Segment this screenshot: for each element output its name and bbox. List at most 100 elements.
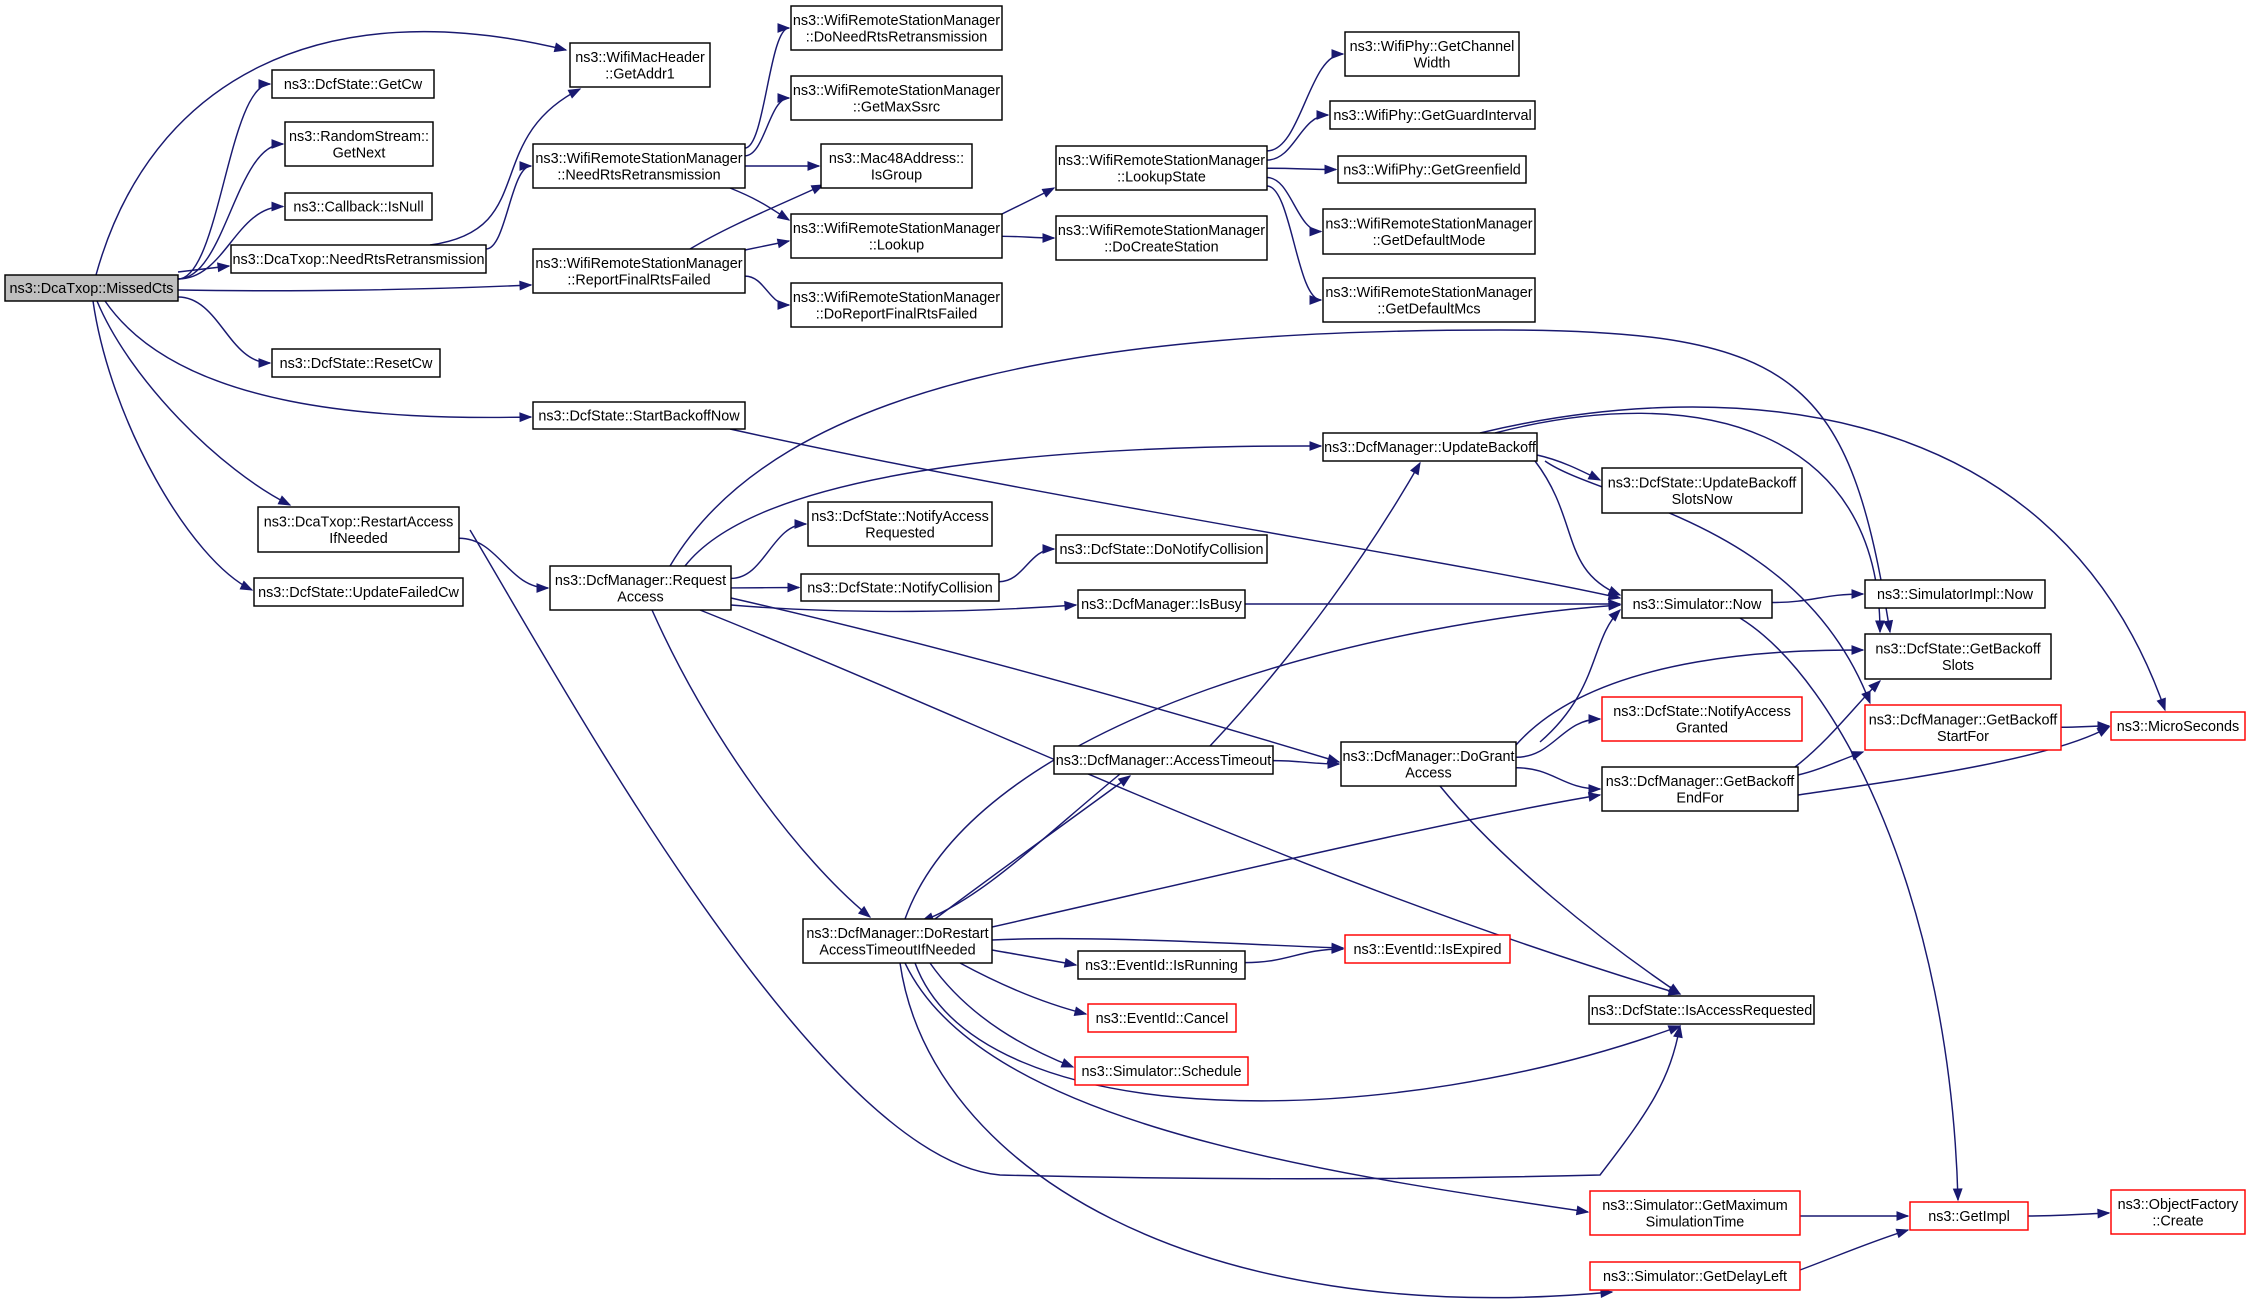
node-box xyxy=(1601,766,1799,812)
node-box xyxy=(790,282,1003,328)
call-edge-simnow-to-simimplnow xyxy=(1771,589,1865,604)
node-isaccessreq[interactable]: ns3::DcfState::IsAccessRequested xyxy=(1588,995,1815,1025)
node-label: ns3::WifiRemoteStationManager xyxy=(793,13,1000,29)
node-label: ns3::WifiRemoteStationManager xyxy=(793,221,1000,237)
node-schedule[interactable]: ns3::Simulator::Schedule xyxy=(1074,1056,1249,1086)
node-label: ns3::ObjectFactory xyxy=(2118,1197,2240,1213)
node-greenfield[interactable]: ns3::WifiPhy::GetGreenfield xyxy=(1337,155,1527,184)
node-box xyxy=(2110,711,2246,741)
node-box xyxy=(1621,589,1773,619)
node-microseconds[interactable]: ns3::MicroSeconds xyxy=(2110,711,2246,741)
node-box xyxy=(1344,934,1511,964)
node-doreport[interactable]: ns3::WifiRemoteStationManager::DoReportF… xyxy=(790,282,1003,328)
node-updatefailed[interactable]: ns3::DcfState::UpdateFailedCw xyxy=(253,577,464,607)
node-needrts_wrsm[interactable]: ns3::WifiRemoteStationManager::NeedRtsRe… xyxy=(532,143,746,189)
node-label: ns3::WifiRemoteStationManager xyxy=(1325,216,1532,232)
node-resetcw[interactable]: ns3::DcfState::ResetCw xyxy=(271,348,441,378)
node-reportfinal[interactable]: ns3::WifiRemoteStationManager::ReportFin… xyxy=(532,248,746,294)
node-needrts_dca[interactable]: ns3::DcaTxop::NeedRtsRetransmission xyxy=(230,244,487,274)
node-isnull[interactable]: ns3::Callback::IsNull xyxy=(284,192,433,221)
node-label: ns3::EventId::Cancel xyxy=(1096,1011,1229,1027)
node-getaddr1[interactable]: ns3::WifiMacHeader::GetAddr1 xyxy=(569,42,711,88)
node-box xyxy=(549,565,732,611)
node-label: ns3::Callback::IsNull xyxy=(293,200,423,216)
node-docreate[interactable]: ns3::WifiRemoteStationManager::DoCreateS… xyxy=(1055,215,1268,261)
node-getcw[interactable]: ns3::DcfState::GetCw xyxy=(271,69,435,99)
node-startbackoff[interactable]: ns3::DcfState::StartBackoffNow xyxy=(532,401,746,430)
node-label: AccessTimeoutIfNeeded xyxy=(819,942,975,958)
call-edge-request-to-notifyreq xyxy=(730,519,808,580)
node-box xyxy=(230,244,487,274)
node-label: ns3::EventId::IsExpired xyxy=(1354,942,1502,958)
node-box xyxy=(790,213,1003,259)
node-guard[interactable]: ns3::WifiPhy::GetGuardInterval xyxy=(1329,100,1536,130)
node-simnow[interactable]: ns3::Simulator::Now xyxy=(1621,589,1773,619)
node-dorestart[interactable]: ns3::DcfManager::DoRestartAccessTimeoutI… xyxy=(802,918,993,964)
node-label: ns3::WifiPhy::GetChannel xyxy=(1350,39,1515,55)
node-box xyxy=(253,577,464,607)
call-edge-dogrant-to-simnow xyxy=(1539,609,1621,743)
node-box xyxy=(284,121,434,167)
call-edge-dorestart-to-getmaxsim xyxy=(904,962,1590,1216)
node-updatebackoff[interactable]: ns3::DcfManager::UpdateBackoff xyxy=(1322,432,1538,462)
node-label: ns3::WifiRemoteStationManager xyxy=(535,256,742,272)
call-edge-dogrant-to-getbackoffslots xyxy=(1515,645,1865,746)
call-edge-request-to-getbackoffslots xyxy=(669,329,1894,634)
node-label: ns3::DcfManager::IsBusy xyxy=(1081,597,1243,613)
node-cancel[interactable]: ns3::EventId::Cancel xyxy=(1087,1003,1237,1033)
node-box xyxy=(1909,1201,2029,1231)
call-edge-lookup-to-lookupstate xyxy=(1001,187,1056,215)
node-label: Requested xyxy=(865,525,935,541)
node-getimpl[interactable]: ns3::GetImpl xyxy=(1909,1201,2029,1231)
call-edge-dorestart-to-accesstimeout xyxy=(934,775,1132,920)
node-defmode[interactable]: ns3::WifiRemoteStationManager::GetDefaul… xyxy=(1322,208,1536,255)
call-edge-reportfinal-to-doreport xyxy=(744,275,791,310)
node-isgroup[interactable]: ns3::Mac48Address::IsGroup xyxy=(820,143,973,189)
node-lookup[interactable]: ns3::WifiRemoteStationManager::Lookup xyxy=(790,213,1003,259)
node-box xyxy=(1864,633,2052,680)
node-box xyxy=(1601,467,1803,514)
node-donext[interactable]: ns3::WifiRemoteStationManager::DoNeedRts… xyxy=(790,5,1003,51)
node-objfactory[interactable]: ns3::ObjectFactory::Create xyxy=(2110,1189,2246,1235)
node-donotifycoll[interactable]: ns3::DcfState::DoNotifyCollision xyxy=(1055,534,1268,564)
node-label: ns3::DcfState::StartBackoffNow xyxy=(538,409,740,425)
node-isrunning[interactable]: ns3::EventId::IsRunning xyxy=(1077,950,1246,980)
node-box xyxy=(807,501,993,547)
node-notifycoll[interactable]: ns3::DcfState::NotifyCollision xyxy=(800,573,1000,602)
node-label: ns3::Simulator::Schedule xyxy=(1082,1064,1242,1080)
node-box xyxy=(800,573,1000,602)
node-box xyxy=(1077,589,1246,619)
call-edge-restartaccess-to-request xyxy=(458,537,550,593)
node-getnext[interactable]: ns3::RandomStream::GetNext xyxy=(284,121,434,167)
call-edge-missed-to-startbackoff xyxy=(104,300,533,423)
node-isbusy[interactable]: ns3::DcfManager::IsBusy xyxy=(1077,589,1246,619)
node-lookupstate[interactable]: ns3::WifiRemoteStationManager::LookupSta… xyxy=(1055,145,1268,191)
node-label: ns3::DcfManager::GetBackoff xyxy=(1869,712,2059,728)
node-label: ::DoNeedRtsRetransmission xyxy=(806,29,988,45)
node-isexpired[interactable]: ns3::EventId::IsExpired xyxy=(1344,934,1511,964)
call-edge-dorestart-to-isaccessreq xyxy=(914,962,1682,1102)
node-defmcs[interactable]: ns3::WifiRemoteStationManager::GetDefaul… xyxy=(1322,277,1536,323)
node-getmaxssrc[interactable]: ns3::WifiRemoteStationManager::GetMaxSsr… xyxy=(790,75,1003,121)
node-getdelayleft[interactable]: ns3::Simulator::GetDelayLeft xyxy=(1589,1261,1801,1291)
node-label: ns3::WifiRemoteStationManager xyxy=(1325,285,1532,301)
node-label: ns3::RandomStream:: xyxy=(289,129,429,145)
node-box xyxy=(1340,741,1517,787)
node-label: ns3::WifiPhy::GetGuardInterval xyxy=(1333,108,1531,124)
node-simimplnow[interactable]: ns3::SimulatorImpl::Now xyxy=(1864,579,2046,609)
call-edge-dogrant-to-getbackoffend xyxy=(1515,767,1602,794)
node-label: ns3::WifiMacHeader xyxy=(575,50,705,66)
node-accesstimeout[interactable]: ns3::DcfManager::AccessTimeout xyxy=(1053,745,1274,775)
